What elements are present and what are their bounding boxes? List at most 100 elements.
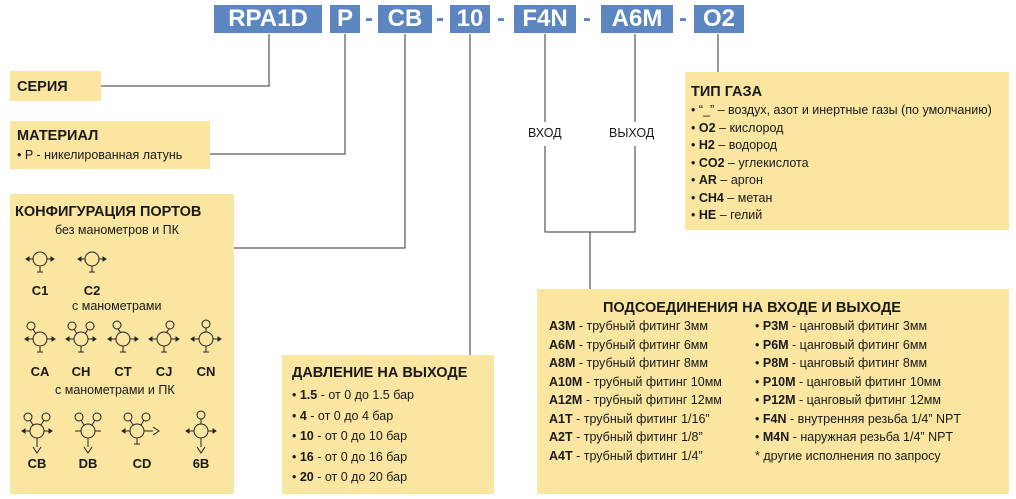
port-cd-icon	[121, 412, 160, 445]
code-ports: CB	[378, 5, 432, 33]
outlet-label: ВЫХОД	[609, 126, 655, 140]
pressure-text: - от 0 до 4 бар	[306, 408, 394, 423]
port-symbol-ca: CA	[21, 319, 59, 379]
connection-item: A3M - трубный фитинг 3мм	[549, 317, 722, 336]
connection-code: P10M	[762, 374, 796, 389]
series-title: СЕРИЯ	[17, 79, 68, 95]
port-symbol-cn: CN	[187, 319, 225, 379]
port-c1-label: C1	[31, 283, 49, 298]
port-db-icon	[74, 412, 102, 454]
pressure-text: - от 0 до 1.5 бар	[317, 388, 415, 402]
port-symbol-c1: C1	[22, 246, 58, 298]
pressure-title: ДАВЛЕНИЕ НА ВЫХОДЕ	[292, 365, 468, 381]
connections-right-column: • P3M - цанговый фитинг 3мм • P6M - цанг…	[755, 317, 961, 465]
connection-text: - цанговый фитинг 3мм	[788, 319, 928, 333]
port-symbol-ch: CH	[62, 319, 100, 379]
connection-text: - цанговый фитинг 6мм	[788, 337, 928, 352]
gas-code: “_”	[698, 103, 715, 117]
port-symbol-c2: C2	[74, 246, 110, 298]
connection-code: A2T	[549, 430, 573, 444]
pressure-code: 1.5	[299, 388, 318, 402]
connection-item: • P10M - цанговый фитинг 10мм	[755, 374, 941, 389]
port-db-label: DB	[78, 456, 98, 471]
gas-code: AR	[698, 173, 717, 187]
gas-item: • H2 – водород	[691, 138, 778, 152]
port-symbol-cb: CB	[17, 409, 57, 471]
gas-text: – метан	[723, 190, 773, 205]
connection-code: A6M	[549, 337, 576, 352]
port-cn-label: CN	[196, 364, 216, 379]
port-ca-label: CA	[30, 364, 50, 379]
connection-item: • P6M - цанговый фитинг 6мм	[755, 337, 928, 352]
connection-code: P12M	[762, 393, 796, 407]
gas-item: • CO2 – углекислота	[691, 155, 809, 170]
connection-item: • P3M - цанговый фитинг 3мм	[755, 319, 928, 333]
material-item: • P - никелированная латунь	[17, 148, 183, 162]
connection-code: A12M	[549, 393, 583, 407]
connections-box: ПОДСОЕДИНЕНИЯ НА ВХОДЕ И ВЫХОДЕ A3M - тр…	[537, 289, 1009, 494]
pressure-item: • 10 - от 0 до 10 бар	[292, 429, 408, 443]
code-material: P	[330, 5, 360, 33]
pressure-text: - от 0 до 16 бар	[313, 449, 408, 464]
connection-code: F4N	[762, 411, 787, 426]
ports-group1-label: без манометров и ПК	[55, 223, 179, 237]
code-separator: -	[583, 5, 591, 32]
port-ch-label: CH	[71, 364, 91, 379]
gas-text: – углекислота	[724, 155, 809, 170]
connection-code: A8M	[549, 356, 576, 370]
connection-item: A12M - трубный фитинг 12мм	[549, 391, 722, 410]
connection-text: - цанговый фитинг 8мм	[788, 356, 928, 370]
connection-text: - трубный фитинг 3мм	[575, 319, 708, 333]
code-outlet: A6M	[601, 5, 673, 33]
connection-text: - трубный фитинг 1/4”	[572, 448, 703, 463]
connection-code: M4N	[762, 430, 790, 444]
pressure-code: 16	[299, 449, 314, 464]
gas-code: CH4	[698, 190, 724, 205]
gas-text: – воздух, азот и инертные газы (по умолч…	[714, 103, 992, 117]
connection-code: P6M	[762, 337, 789, 352]
connection-code: A4T	[549, 448, 573, 463]
ports-title: КОНФИГУРАЦИЯ ПОРТОВ	[15, 204, 202, 220]
gas-code: CO2	[698, 155, 725, 170]
port-c2-icon	[77, 251, 107, 273]
port-6b-icon	[185, 410, 217, 454]
connection-item: • M4N - наружная резьба 1/4” NPT	[755, 430, 954, 444]
connection-code: P8M	[762, 356, 789, 370]
ports-box: КОНФИГУРАЦИЯ ПОРТОВ без манометров и ПК …	[10, 194, 234, 494]
code-separator: -	[497, 5, 505, 32]
connection-footnote: * другие исполнения по запросу	[755, 447, 961, 466]
pressure-item: • 4 - от 0 до 4 бар	[292, 408, 394, 423]
port-cn-icon	[190, 319, 222, 353]
port-cj-icon	[148, 320, 180, 353]
gas-item: • O2 – кислород	[691, 120, 784, 135]
port-symbol-6b: 6B	[181, 409, 221, 471]
port-ct-label: CT	[114, 364, 132, 379]
connection-text: - трубный фитинг 10мм	[582, 374, 722, 389]
code-separator: -	[436, 5, 444, 32]
connection-item: • F4N - внутренняя резьба 1/4” NPT	[755, 411, 962, 426]
material-title: МАТЕРИАЛ	[17, 128, 99, 144]
port-symbol-cj: CJ	[145, 319, 183, 379]
connection-code: A3M	[549, 319, 576, 333]
port-cb-label: CB	[27, 456, 47, 471]
connection-item: A10M - трубный фитинг 10мм	[549, 373, 722, 392]
connection-text: * другие исполнения по запросу	[755, 448, 941, 463]
code-inlet: F4N	[514, 5, 576, 33]
pressure-box: ДАВЛЕНИЕ НА ВЫХОДЕ • 1.5 - от 0 до 1.5 б…	[282, 355, 494, 494]
gas-text: – водород	[714, 138, 778, 152]
material-box: МАТЕРИАЛ • P - никелированная латунь	[10, 121, 210, 169]
port-c1-icon	[25, 251, 55, 273]
port-cj-label: CJ	[155, 364, 173, 379]
connection-text: - трубный фитинг 12мм	[582, 393, 722, 407]
pressure-text: - от 0 до 20 бар	[313, 470, 408, 484]
connections-left-column: A3M - трубный фитинг 3мм A6M - трубный ф…	[549, 317, 722, 465]
connection-item: • P8M - цанговый фитинг 8мм	[755, 356, 928, 370]
port-symbol-db: DB	[68, 409, 108, 471]
code-gas: O2	[694, 5, 744, 33]
connection-item: A2T - трубный фитинг 1/8”	[549, 428, 722, 447]
connection-text: - внутренняя резьба 1/4” NPT	[786, 411, 962, 426]
pressure-item: • 1.5 - от 0 до 1.5 бар	[292, 388, 415, 402]
gas-title: ТИП ГАЗА	[691, 84, 763, 100]
gas-code: H2	[698, 138, 715, 152]
